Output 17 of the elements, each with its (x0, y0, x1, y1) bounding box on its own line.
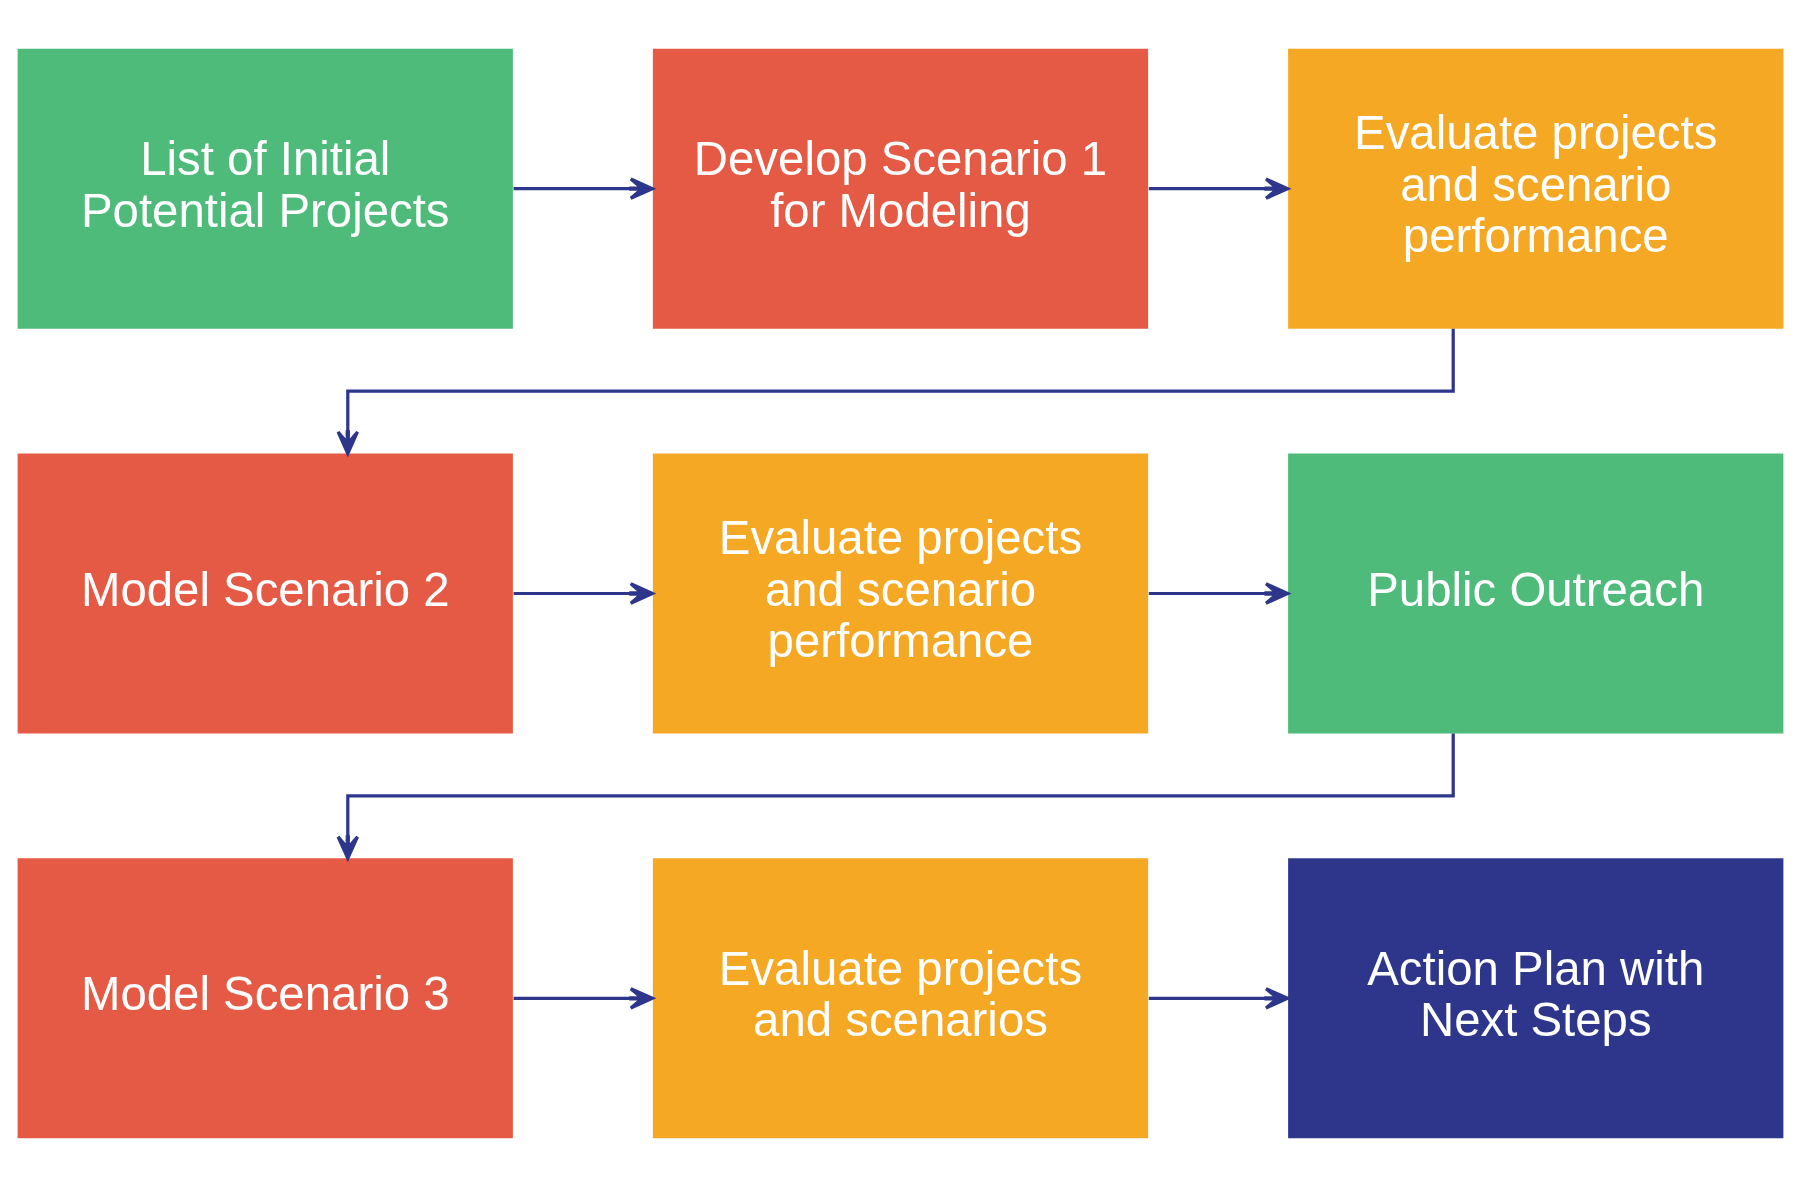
arrow (1148, 582, 1289, 605)
arrow (1148, 177, 1289, 200)
node-box: Evaluate projects and scenarios (652, 858, 1148, 1139)
arrow (1148, 987, 1289, 1010)
node-box: Model Scenario 2 (17, 453, 513, 734)
node-box: Evaluate projects and scenario performance (1287, 48, 1783, 329)
node-box: Evaluate projects and scenario performance (652, 453, 1148, 734)
arrow (336, 328, 1455, 456)
arrow (336, 733, 1455, 860)
arrow (513, 987, 654, 1010)
node-box: Action Plan with Next Steps (1287, 858, 1783, 1139)
node-box: List of Initial Potential Projects (17, 48, 513, 329)
arrow (513, 582, 654, 605)
node-box: Model Scenario 3 (17, 858, 513, 1139)
node-box: Public Outreach (1287, 453, 1783, 734)
node-box: Develop Scenario 1 for Modeling (652, 48, 1148, 329)
arrow (513, 177, 654, 200)
